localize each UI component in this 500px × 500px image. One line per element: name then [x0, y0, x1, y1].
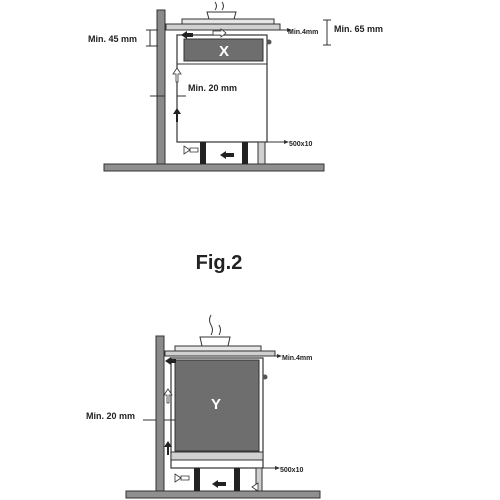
- pot-icon: [206, 1, 237, 20]
- dim-min4-label-2: Min.4mm: [282, 355, 312, 362]
- plinth-2: [255, 467, 263, 492]
- dim-min20-label: Min. 20 mm: [188, 83, 237, 93]
- leg-1b: [242, 142, 248, 164]
- dim-min45-label: Min. 45 mm: [88, 34, 137, 44]
- figure-title: Fig.2: [196, 252, 243, 274]
- arrow-icon: [275, 466, 280, 470]
- airflow-arrow-icon: [164, 441, 172, 455]
- knob-2: [262, 374, 268, 380]
- diagram-1: X Min. 45 mm Min.4mm Min. 65 mm: [88, 1, 383, 172]
- cabinet-y-block: [174, 359, 260, 452]
- arrow-icon: [277, 354, 282, 358]
- knob-1: [266, 39, 272, 45]
- vent-size-label-2: 500x10: [280, 467, 303, 474]
- leg-1a: [200, 142, 206, 164]
- airflow-arrow-icon: [163, 388, 173, 404]
- countertop-2: [164, 350, 276, 357]
- airflow-arrow-icon: [172, 67, 182, 83]
- airflow-arrow-icon: [212, 480, 226, 488]
- airflow-arrow-icon: [174, 473, 190, 483]
- diagram-2: Y Min.4mm Min. 20 mm 500x10: [86, 314, 321, 499]
- floor-2: [125, 490, 321, 499]
- pot-icon: [199, 314, 231, 347]
- cabinet-x-block: [183, 38, 264, 62]
- dim-min20-label-2: Min. 20 mm: [86, 411, 135, 421]
- cabinet-2-strip: [170, 451, 264, 461]
- cabinet-y-label: Y: [211, 396, 221, 413]
- airflow-arrow-icon: [212, 28, 227, 38]
- hob-2: [174, 345, 262, 352]
- dim-min65-label: Min. 65 mm: [334, 24, 383, 34]
- dim-min4-label: Min.4mm: [288, 29, 318, 36]
- airflow-arrow-icon: [251, 482, 259, 492]
- airflow-arrow-icon: [220, 151, 234, 159]
- leg-2a: [194, 468, 200, 491]
- plinth-1: [257, 141, 266, 165]
- leg-2b: [234, 468, 240, 491]
- countertop-1: [165, 23, 281, 31]
- airflow-arrow-icon: [173, 108, 181, 122]
- wall-1: [156, 9, 166, 165]
- arrow-icon: [284, 140, 289, 144]
- floor-1: [103, 163, 325, 172]
- hob-1: [181, 18, 275, 25]
- airflow-arrow-icon: [181, 31, 193, 39]
- cabinet-x-label: X: [219, 43, 229, 60]
- arrow-icon: [287, 28, 292, 32]
- airflow-arrow-icon: [183, 145, 199, 155]
- wall-2: [155, 335, 165, 492]
- vent-size-label: 500x10: [289, 141, 312, 148]
- airflow-arrow-icon: [165, 357, 176, 365]
